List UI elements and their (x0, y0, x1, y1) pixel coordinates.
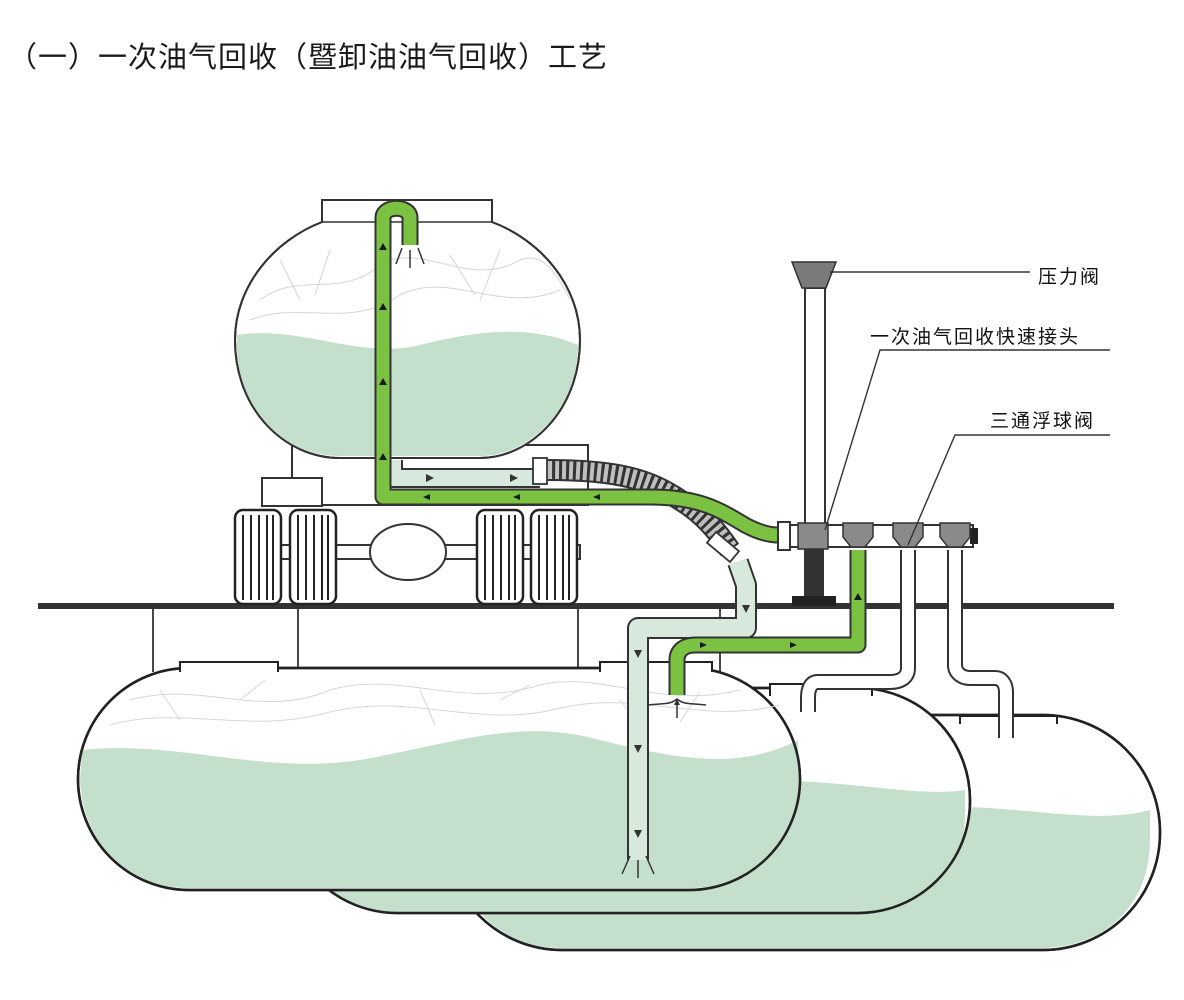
pressure-valve-icon (790, 261, 838, 289)
leader-lines (824, 271, 1110, 546)
vapor-recovery-line (374, 199, 867, 718)
label-quick-connector: 一次油气回收快速接头 (870, 326, 1081, 348)
quick-connector-icon (797, 522, 829, 550)
manifold-assembly (777, 261, 978, 606)
label-pressure-valve: 压力阀 (1038, 266, 1102, 288)
underground-tank-1 (76, 661, 802, 892)
page-title: （一）一次油气回收（暨卸油油气回收）工艺 (8, 40, 609, 74)
ground-line (38, 603, 1114, 609)
tanker-truck (233, 199, 589, 606)
label-float-valve: 三通浮球阀 (990, 410, 1096, 432)
float-valve-branches (800, 550, 1014, 738)
